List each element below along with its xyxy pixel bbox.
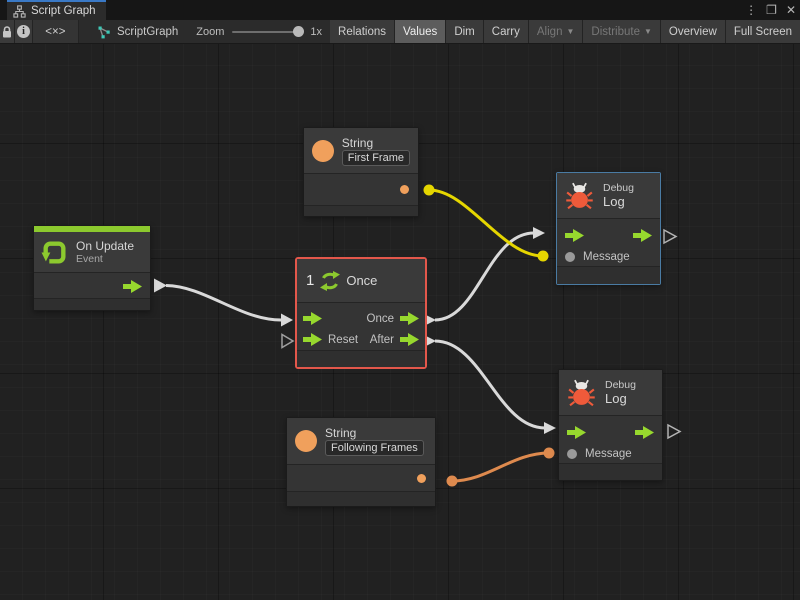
after-label: After [369,333,394,346]
align-button[interactable]: Align ▼ [528,20,584,43]
overview-button[interactable]: Overview [660,20,726,43]
string-type-icon [295,430,317,452]
connection-string-debugbottom-message[interactable] [446,447,555,487]
once-output-port[interactable] [400,312,419,325]
message-input-port[interactable] [567,448,577,459]
zoom-slider[interactable] [232,26,305,37]
maximize-icon[interactable]: ❐ [766,3,777,17]
debugtop-exit-connector[interactable] [663,228,678,245]
message-input-port[interactable] [565,251,575,262]
relations-button[interactable]: Relations [330,20,395,43]
string-type-icon [312,139,334,162]
once-counter: 1 [306,272,315,289]
connection-once-debugtop[interactable] [423,227,545,327]
connection-onupdate-once[interactable] [154,278,293,327]
distribute-button[interactable]: Distribute ▼ [583,20,661,43]
node-string-following-frames[interactable]: String Following Frames [286,417,436,507]
close-icon[interactable]: ✕ [785,3,796,17]
reset-label: Reset [328,333,359,346]
node-category: Debug [605,379,636,391]
node-title: String [325,426,357,440]
log-enter-port[interactable] [565,228,584,242]
zoom-value: 1x [310,25,323,38]
node-debug-log-top[interactable]: Debug Log Message [556,172,661,285]
window-menu-icon[interactable]: ⋮ [745,3,758,17]
log-exit-port[interactable] [635,425,654,439]
once-reset-input-connector[interactable] [281,333,295,349]
string-value-input[interactable]: First Frame [341,149,410,166]
flow-output-port[interactable] [123,280,142,293]
node-title: Once [346,273,378,288]
update-loop-icon [41,240,66,264]
lock-button[interactable] [0,20,16,43]
info-icon: i [17,25,31,38]
log-enter-port[interactable] [567,425,586,439]
string-value-input[interactable]: Following Frames [325,440,424,456]
zoom-label: Zoom [196,25,225,38]
connection-once-debugbottom[interactable] [423,334,556,435]
node-title: Log [605,391,627,406]
tab-bar: Script Graph ⋮ ❐ ✕ [0,0,800,20]
zoom-control: Zoom 1x [188,20,330,43]
reset-input-port[interactable] [303,333,322,346]
code-icon: <×> [45,25,66,38]
node-title: On Update [76,239,135,253]
once-enter-port[interactable] [303,312,322,325]
graph-toolbar: i <×> ScriptGraph Zoom 1x Relations Valu… [0,20,800,44]
node-string-first-frame[interactable]: String First Frame [303,127,419,217]
window-controls: ⋮ ❐ ✕ [745,0,796,20]
lock-icon [3,25,12,37]
dim-button[interactable]: Dim [446,20,484,43]
tab-script-graph[interactable]: Script Graph [7,0,106,20]
chevron-down-icon: ▼ [566,27,575,36]
message-label: Message [583,250,630,263]
node-debug-log-bottom[interactable]: Debug Log Message [558,369,663,481]
once-out-label: Once [366,312,395,325]
after-output-port[interactable] [400,333,419,346]
node-title: String [341,135,374,150]
node-category: Debug [603,182,634,194]
debugbottom-exit-connector[interactable] [667,423,682,440]
connection-string-debugtop-message[interactable] [423,184,549,262]
script-graph-icon [98,26,110,38]
graph-canvas[interactable]: String First Frame On Update Event [0,44,800,600]
toolbar-buttons: Relations Values Dim Carry Align ▼ Distr… [330,20,800,43]
bug-icon [568,379,595,406]
full-screen-button[interactable]: Full Screen [725,20,800,43]
graph-hierarchy-icon [13,4,26,18]
values-button[interactable]: Values [395,20,447,43]
bug-icon [566,182,593,209]
chevron-down-icon: ▼ [643,27,652,36]
node-on-update[interactable]: On Update Event [33,225,151,311]
code-preview-button[interactable]: <×> [32,20,79,43]
tab-title: Script Graph [31,5,96,17]
node-title: Log [603,194,625,209]
string-output-port[interactable] [417,474,426,483]
message-label: Message [585,447,632,460]
carry-button[interactable]: Carry [483,20,529,43]
zoom-slider-handle[interactable] [293,26,305,37]
once-cycle-icon [320,270,341,291]
connection-wires [154,184,682,487]
graph-name-label: ScriptGraph [116,25,179,38]
node-subtitle: Event [76,253,103,265]
event-accent-bar [34,226,150,232]
graph-name-breadcrumb[interactable]: ScriptGraph [87,20,188,43]
log-exit-port[interactable] [633,228,652,242]
info-button[interactable]: i [15,20,33,43]
string-output-port[interactable] [400,185,409,194]
node-once[interactable]: 1 Once Once [295,257,427,369]
